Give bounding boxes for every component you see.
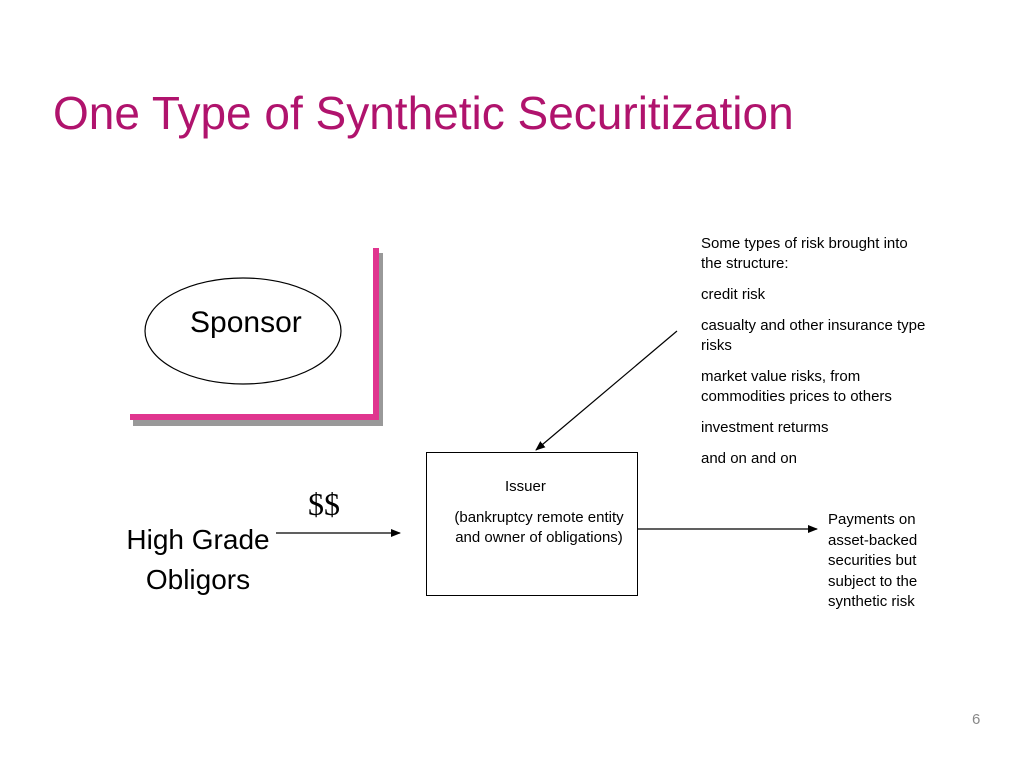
payment-flow-label: $$ <box>308 486 340 522</box>
corner-bracket-accent <box>130 248 383 426</box>
page-number: 6 <box>972 711 981 728</box>
obligors-line-2: Obligors <box>145 564 251 595</box>
issuer-description: (bankruptcy remote entity and owner of o… <box>454 509 624 546</box>
risk-item: credit risk <box>701 286 766 303</box>
risk-list-heading: Some types of risk brought into the stru… <box>701 235 908 272</box>
risk-types-list: Some types of risk brought into the stru… <box>701 234 931 480</box>
risk-item: investment returms <box>701 419 829 436</box>
issuer-box: Issuer (bankruptcy remote entity and own… <box>426 452 638 596</box>
high-grade-obligors-label: High Grade Obligors <box>98 520 298 600</box>
risk-item: casualty and other insurance type risks <box>701 317 926 354</box>
obligors-line-1: High Grade <box>126 524 270 555</box>
issuer-title: Issuer <box>505 478 546 495</box>
sponsor-label: Sponsor <box>190 306 302 339</box>
payments-label: Payments on asset-backed securities but … <box>828 511 918 610</box>
risks-to-issuer-arrow <box>535 330 678 451</box>
sponsor-ellipse <box>144 277 342 385</box>
risk-item: market value risks, from commodities pri… <box>701 368 892 405</box>
slide-title: One Type of Synthetic Securitization <box>53 87 794 139</box>
risk-item: and on and on <box>701 450 797 467</box>
